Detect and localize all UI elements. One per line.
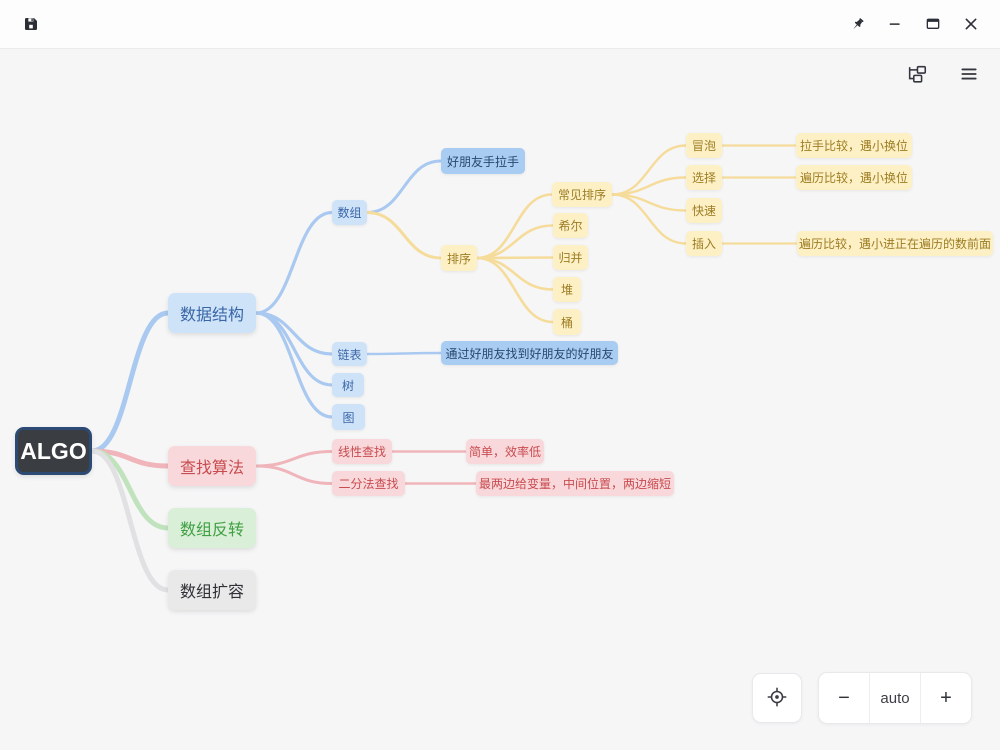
- menu-icon: [959, 64, 979, 87]
- zoom-level: auto: [869, 673, 921, 723]
- mindmap-node-search[interactable]: 查找算法: [168, 446, 256, 486]
- crosshair-locate-icon: [766, 686, 788, 711]
- mindmap-edge: [610, 144, 688, 196]
- mindmap-node-common[interactable]: 常见排序: [552, 182, 612, 207]
- structure-icon: [906, 63, 928, 88]
- mindmap-node-root[interactable]: ALGO: [15, 427, 92, 475]
- mindmap-edge: [365, 211, 443, 260]
- mindmap-edge: [254, 210, 334, 315]
- mindmap-edge: [89, 310, 171, 454]
- mindmap-node-select_note[interactable]: 遍历比较，遇小换位: [796, 165, 912, 190]
- close-button[interactable]: [952, 5, 990, 43]
- zoom-in-button[interactable]: +: [921, 673, 971, 723]
- mindmap-node-insert_note[interactable]: 遍历比较，遇小进正在遍历的数前面: [797, 231, 993, 256]
- save-icon: [23, 16, 39, 32]
- pin-icon: [849, 16, 866, 33]
- mindmap-node-linear_note[interactable]: 简单，效率低: [466, 439, 544, 464]
- mindmap-node-graph[interactable]: 图: [332, 404, 365, 430]
- mindmap-node-list_note[interactable]: 通过好朋友找到好朋友的好朋友: [441, 341, 618, 365]
- mindmap-node-list[interactable]: 链表: [332, 342, 367, 366]
- mindmap-edge: [475, 256, 555, 291]
- mindmap-node-heap[interactable]: 堆: [553, 277, 581, 302]
- structure-button[interactable]: [902, 60, 932, 90]
- bottom-controls: − auto +: [752, 672, 972, 724]
- mindmap-edge: [254, 464, 334, 485]
- mindmap-node-insert[interactable]: 插入: [686, 231, 722, 256]
- mindmap-edge: [475, 224, 555, 260]
- mindmap-node-expand[interactable]: 数组扩容: [168, 570, 256, 610]
- mindmap-node-select[interactable]: 选择: [686, 165, 722, 190]
- mindmap-node-ds[interactable]: 数据结构: [168, 293, 256, 333]
- menu-button[interactable]: [954, 60, 984, 90]
- mindmap-edge: [89, 448, 171, 593]
- mindmap-node-shell[interactable]: 希尔: [553, 213, 588, 238]
- maximize-button[interactable]: [914, 5, 952, 43]
- mindmap-node-bubble_note[interactable]: 拉手比较，遇小换位: [796, 133, 912, 158]
- save-button[interactable]: [12, 5, 50, 43]
- titlebar: [0, 0, 1000, 49]
- mindmap-edge: [610, 193, 688, 245]
- mindmap-node-reverse[interactable]: 数组反转: [168, 508, 256, 548]
- mindmap-node-bubble[interactable]: 冒泡: [686, 133, 722, 158]
- mindmap-edge: [365, 351, 443, 356]
- mindmap-node-friends[interactable]: 好朋友手拉手: [441, 148, 525, 174]
- mindmap-edge: [254, 311, 334, 387]
- mindmap-node-bucket[interactable]: 桶: [553, 309, 581, 335]
- minimize-button[interactable]: [876, 5, 914, 43]
- maximize-icon: [925, 16, 941, 32]
- mindmap-node-tree[interactable]: 树: [332, 373, 364, 397]
- mindmap-edge: [365, 159, 443, 214]
- mindmap-node-merge[interactable]: 归并: [553, 245, 588, 270]
- mindmap-node-arr[interactable]: 数组: [332, 200, 367, 225]
- mindmap-node-binary[interactable]: 二分法查找: [332, 471, 405, 496]
- mindmap-edge: [475, 256, 555, 324]
- mindmap-edge: [254, 311, 334, 419]
- zoom-control: − auto +: [818, 672, 972, 724]
- zoom-out-button[interactable]: −: [819, 673, 869, 723]
- mindmap-edge: [254, 450, 334, 468]
- mindmap-node-sort[interactable]: 排序: [441, 245, 477, 271]
- mindmap-node-binary_note[interactable]: 最两边给变量，中间位置，两边缩短: [476, 471, 674, 496]
- mindmap-node-linear[interactable]: 线性查找: [332, 439, 392, 464]
- mindmap-node-quick[interactable]: 快速: [686, 198, 722, 223]
- minimize-icon: [887, 16, 903, 32]
- canvas-toolbar: [902, 60, 984, 90]
- pin-button[interactable]: [838, 5, 876, 43]
- locate-button[interactable]: [752, 673, 802, 723]
- close-icon: [963, 16, 979, 32]
